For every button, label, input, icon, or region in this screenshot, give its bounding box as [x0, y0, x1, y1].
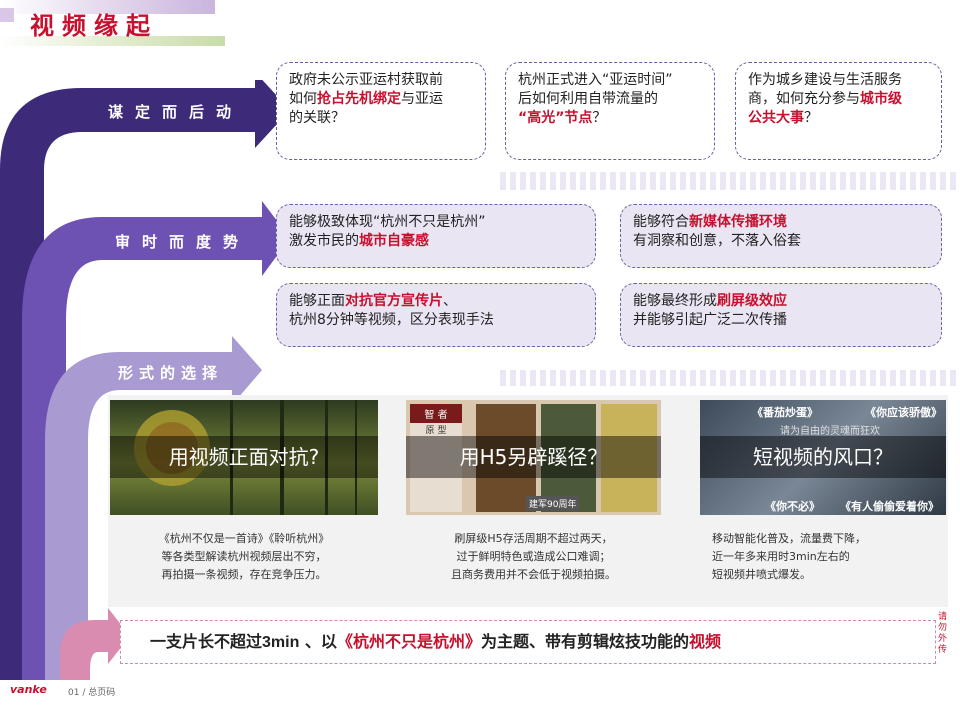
question-box-1: 政府未公示亚运村获取前 如何抢占先机绑定与亚运 的关联？: [276, 62, 486, 160]
short-video-tag-4: 《有人偷偷爱着你》: [840, 500, 939, 513]
header-decor-bar: [0, 0, 215, 14]
header-decor-bar-2: [0, 36, 225, 46]
short-video-tag-2: 《你应该骄傲》: [865, 406, 942, 419]
question-box-3: 作为城乡建设与生活服务 商，如何充分参与城市级 公共大事？: [735, 62, 942, 160]
options-panel: 用视频正面对抗? 《杭州不仅是一首诗》《聆听杭州》 等各类型解读杭州视频层出不穷…: [108, 395, 948, 607]
short-video-tag-5: 请为自由的灵魂而狂欢: [780, 426, 880, 437]
option-1-caption: 用视频正面对抗?: [110, 436, 378, 478]
short-video-tag-1: 《番茄炒蛋》: [752, 406, 818, 419]
option-1-thumbnail: 用视频正面对抗?: [110, 400, 378, 515]
criteria-box-3: 能够正面对抗官方宣传片、 杭州8分钟等视频，区分表现手法: [276, 283, 596, 347]
poster-image: [601, 404, 657, 512]
question-box-2: 杭州正式进入“亚运时间” 后如何利用自带流量的 “高光”节点？: [505, 62, 715, 160]
decor-stripe-2: [500, 370, 960, 386]
criteria-box-4: 能够最终形成刷屏级效应 并能够引起广泛二次传播: [620, 283, 942, 347]
option-3-caption: 短视频的风口？: [700, 436, 946, 478]
criteria-box-1: 能够极致体现“杭州不只是杭州” 激发市民的城市自豪感: [276, 204, 596, 268]
h5-tag-1: 智 者: [410, 404, 462, 423]
mona-lisa-image: [476, 404, 536, 512]
h5-tag-2: 原 型: [425, 426, 447, 436]
option-3-thumbnail: 《番茄炒蛋》 《你应该骄傲》 请为自由的灵魂而狂欢 《你不必》 《有人偷偷爱着你…: [700, 400, 946, 515]
curved-arrows: [0, 80, 290, 680]
section-label-2: 审时而度势: [115, 233, 251, 251]
conclusion-text: 一支片长不超过3min 、以《杭州不只是杭州》为主题、带有剪辑炫技功能的视频: [150, 632, 721, 651]
short-video-tag-3: 《你不必》: [765, 500, 820, 513]
arrow-4-shape: [60, 608, 130, 680]
conclusion-box: [120, 620, 936, 664]
section-label-1: 谋定而后动: [108, 103, 244, 121]
option-1-description: 《杭州不仅是一首诗》《聆听杭州》 等各类型解读杭州视频层出不穷， 再拍摄一条视频…: [158, 532, 330, 581]
page-title: 视频缘起: [30, 11, 158, 40]
option-3-description: 移动智能化普及，流量费下降， 近一年多来用时3min左右的 短视频井喷式爆发。: [712, 532, 866, 581]
decor-stripe: [500, 172, 960, 190]
forest-image: [134, 400, 357, 515]
vanke-logo: vanke: [10, 683, 47, 696]
option-2-caption: 用H5另辟蹊径？: [406, 436, 661, 478]
soldier-image: [541, 404, 596, 512]
header-decor-square: [0, 8, 14, 22]
criteria-box-2: 能够符合新媒体传播环境 有洞察和创意，不落入俗套: [620, 204, 942, 268]
option-2-description: 刷屏级H5存活周期不超过两天， 过于鲜明特色或造成公口难调； 且商务费用并不会低…: [451, 532, 616, 581]
side-note: 请勿外传: [938, 612, 948, 655]
page-number: 01 / 总页码: [68, 688, 116, 698]
option-2-thumbnail: 智 者 原 型 建军90周年 用H5另辟蹊径？: [406, 400, 661, 515]
h5-tag-3: 建军90周年: [526, 496, 580, 511]
h5-card: 智 者 原 型: [410, 404, 462, 512]
section-label-3: 形式的选择: [118, 364, 224, 382]
